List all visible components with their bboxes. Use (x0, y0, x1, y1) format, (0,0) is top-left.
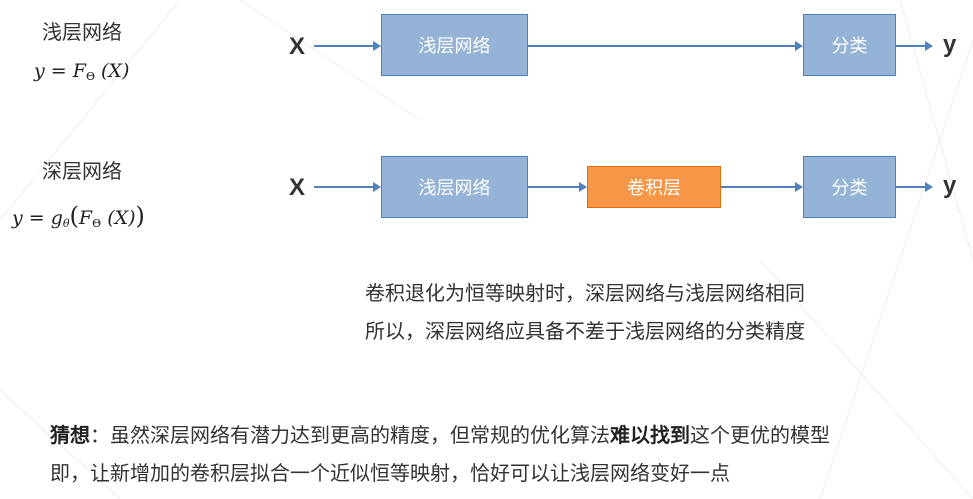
formula-func-sub: Θ (92, 217, 102, 230)
formula-outer-sub: θ (62, 217, 70, 230)
conjecture-text: 猜想：虽然深层网络有潜力达到更高的精度，但常规的优化算法难以找到这个更优的模型 … (50, 416, 830, 492)
deep-network-box: 浅层网络 (381, 156, 528, 218)
arrow-icon (896, 41, 933, 51)
formula-func: F (72, 60, 86, 82)
conv-layer-box: 卷积层 (587, 166, 721, 208)
shallow-network-formula: y = FΘ (X) (34, 60, 129, 83)
shallow-network-title: 浅层网络 (42, 20, 122, 44)
conjecture-line-1: 猜想：虽然深层网络有潜力达到更高的精度，但常规的优化算法难以找到这个更优的模型 (50, 416, 830, 454)
conjecture-label: 猜想 (50, 423, 90, 447)
formula-func-sub: Θ (85, 70, 95, 83)
formula-lhs: y (34, 60, 45, 82)
formula-lhs: y (12, 207, 23, 229)
shallow-output-y: y (943, 31, 957, 58)
conjecture-line-2: 即，让新增加的卷积层拟合一个近似恒等映射，恰好可以让浅层网络变好一点 (50, 461, 730, 485)
formula-equals: = (28, 207, 45, 229)
arrow-icon (314, 182, 381, 192)
conjecture-text-b: 这个更优的模型 (690, 423, 830, 447)
formula-arg: (X) (101, 60, 130, 82)
shallow-classifier-box: 分类 (803, 14, 896, 76)
shallow-input-x: X (289, 33, 306, 60)
deep-network-title: 深层网络 (42, 159, 122, 183)
explanation-text: 卷积退化为恒等映射时，深层网络与浅层网络相同 所以，深层网络应具备不差于浅层网络… (365, 274, 805, 350)
arrow-icon (721, 182, 803, 192)
arrow-icon (528, 41, 803, 51)
deep-network-formula: y = gθ(FΘ (X)) (12, 202, 145, 230)
conjecture-text-a: 虽然深层网络有潜力达到更高的精度，但常规的优化算法 (110, 423, 610, 447)
explanation-line-1: 卷积退化为恒等映射时，深层网络与浅层网络相同 (365, 281, 805, 305)
deco-line (899, 0, 973, 261)
formula-outer-func: g (50, 207, 63, 229)
arrow-icon (528, 182, 587, 192)
formula-func: F (78, 207, 93, 229)
formula-close-paren: ) (135, 202, 145, 230)
conjecture-colon: ： (90, 423, 110, 447)
arrow-icon (314, 41, 381, 51)
formula-open-paren: ( (69, 202, 79, 230)
formula-arg: (X) (107, 207, 136, 229)
arrow-icon (896, 182, 933, 192)
deep-output-y: y (943, 172, 957, 199)
formula-equals: = (50, 60, 67, 82)
deep-input-x: X (289, 174, 306, 201)
shallow-network-box: 浅层网络 (381, 14, 528, 76)
conjecture-emphasis: 难以找到 (610, 423, 690, 447)
deco-line (819, 39, 973, 499)
explanation-line-2: 所以，深层网络应具备不差于浅层网络的分类精度 (365, 319, 805, 343)
deep-classifier-box: 分类 (803, 156, 896, 218)
